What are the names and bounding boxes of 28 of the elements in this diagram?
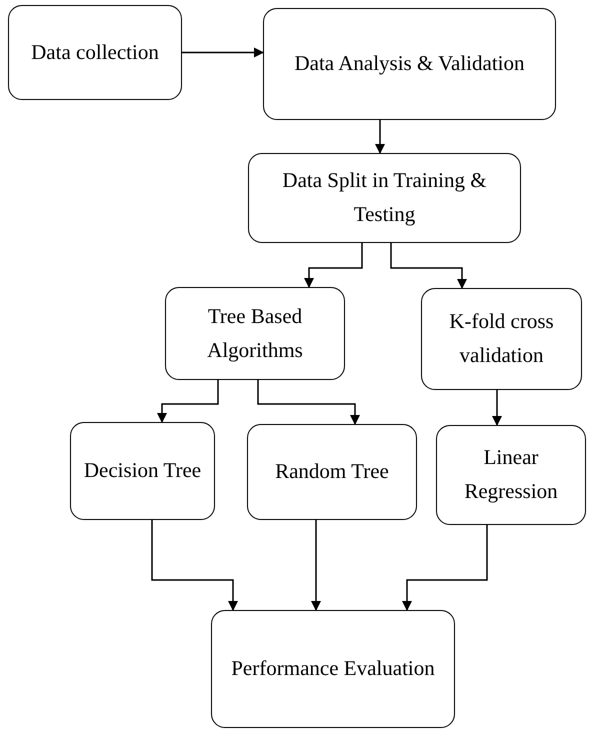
process-box [421,288,582,390]
arrow [492,390,502,426]
process-box [8,5,182,100]
arrow [257,380,360,425]
arrow [304,243,363,288]
arrow [311,520,321,611]
arrow [157,380,219,423]
arrow [390,243,467,289]
arrow [182,48,264,58]
process-box [248,153,521,243]
arrow [151,520,238,611]
box-label: Data Split in Training & Testing [281,167,488,228]
box-label: Tree Based Algorithms [206,302,304,364]
box-label: Performance Evaluation [231,655,435,682]
box-label: Random Tree [275,458,389,486]
arrow [375,120,385,154]
process-box [165,287,345,380]
process-box [70,422,215,520]
box-label: K-fold cross validation [448,308,555,369]
process-box [211,610,455,728]
process-box [263,8,556,120]
box-label: Linear Regression [463,444,559,505]
arrow [402,525,488,611]
box-label: Decision Tree [84,457,202,484]
box-label: Data Analysis & Validation [294,50,524,78]
box-label: Data collection [31,38,159,66]
process-box [436,425,586,525]
process-box [247,424,417,520]
